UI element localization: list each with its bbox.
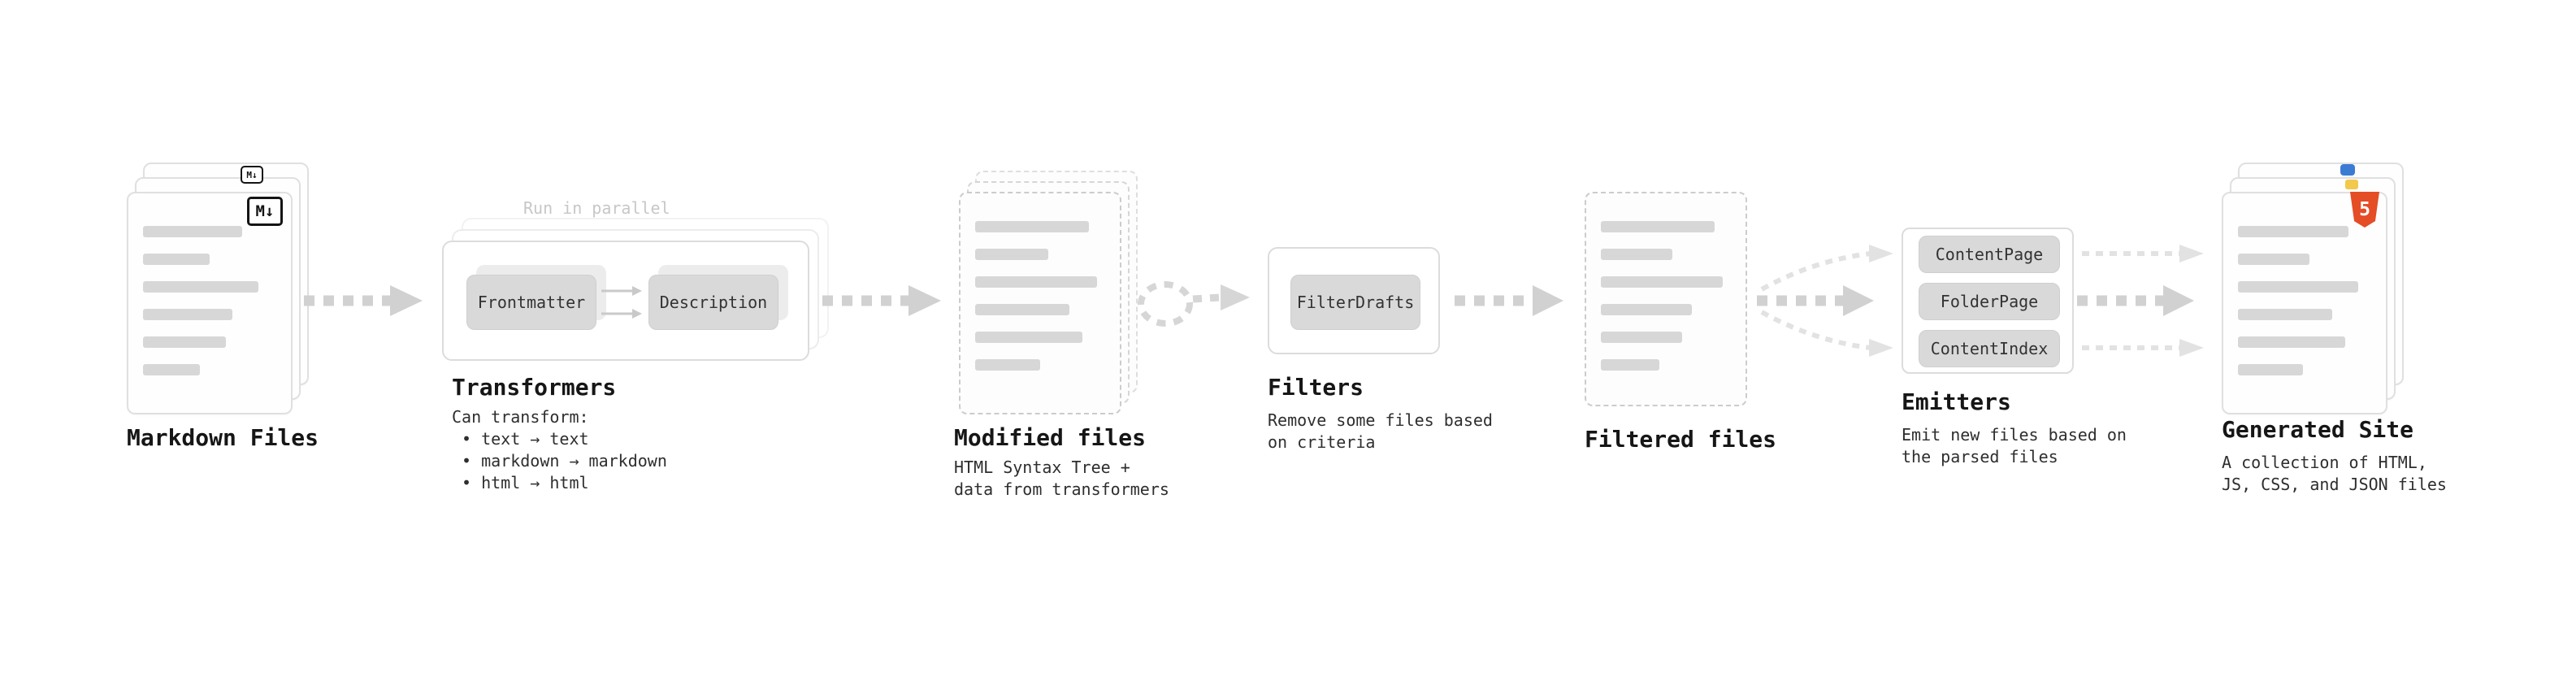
text-line-bar (143, 254, 210, 265)
text-line-bar (975, 359, 1040, 371)
stage-filtered-files: Filtered files (1585, 192, 1828, 468)
stage-label-modified-files: Modified files (954, 424, 1147, 451)
filter-pill-filterdrafts: FilterDrafts (1290, 275, 1420, 330)
text-line-bar (975, 221, 1089, 232)
stage-generated-site: 5 Generated Site A collection of HTML, J… (2222, 163, 2563, 520)
run-in-parallel-annotation: Run in parallel (523, 198, 670, 218)
fan-arrows-to-emitters (1757, 245, 1893, 357)
markdown-icon: M↓ (247, 197, 283, 226)
stage-transformers: Run in parallel Frontmatter Description … (442, 198, 829, 507)
html5-icon: 5 (2350, 192, 2379, 228)
arrow-filters-to-filtered (1455, 285, 1563, 316)
stage-markdown-files: M↓ M↓ Markdown Files (127, 163, 387, 471)
text-line-bar (2238, 336, 2345, 348)
text-line-bar (143, 336, 226, 348)
text-line-bar (2238, 364, 2303, 375)
modified-file-card (959, 192, 1121, 414)
filters-description: Remove some files based on criteria (1268, 410, 1493, 452)
text-line-bar (1601, 221, 1715, 232)
generated-site-description: A collection of HTML, JS, CSS, and JSON … (2222, 453, 2447, 494)
emitter-pill-contentindex: ContentIndex (1919, 330, 2060, 367)
text-line-bar (975, 332, 1082, 343)
transformers-box: Frontmatter Description (442, 241, 809, 361)
transformer-pill-frontmatter: Frontmatter (466, 275, 596, 330)
fan-arrows-to-generated-site (2077, 245, 2204, 357)
file-content-bars (2238, 226, 2371, 375)
text-line-bar (975, 304, 1069, 315)
file-content-bars (1601, 221, 1731, 371)
file-content-bars (143, 226, 276, 375)
stage-label-emitters: Emitters (1902, 388, 2011, 415)
stage-label-filtered-files: Filtered files (1585, 426, 1777, 453)
text-line-bar (2238, 254, 2309, 265)
stage-emitters: ContentPage FolderPage ContentIndex Emit… (1902, 228, 2178, 488)
text-line-bar (143, 364, 200, 375)
text-line-bar (1601, 332, 1682, 343)
file-content-bars (975, 221, 1105, 371)
stage-label-markdown-files: Markdown Files (127, 424, 319, 451)
transform-bullet: • markdown → markdown (462, 451, 667, 471)
arrow-markdown-to-transformers (304, 285, 423, 316)
emitters-description: Emit new files based on the parsed files (1902, 425, 2127, 466)
yellow-badge-icon (2345, 180, 2358, 189)
stage-label-filters: Filters (1268, 374, 1364, 401)
text-line-bar (2238, 226, 2348, 237)
filters-box: FilterDrafts (1268, 247, 1440, 354)
transform-bullet: • text → text (462, 429, 589, 449)
stage-label-generated-site: Generated Site (2222, 416, 2414, 443)
mini-arrow-icon (601, 286, 642, 296)
text-line-bar (143, 309, 232, 320)
markdown-file-stack: M↓ M↓ (127, 163, 309, 414)
transformers-bullet-list: • text → text • markdown → markdown • ht… (452, 428, 667, 494)
text-line-bar (1601, 359, 1659, 371)
markdown-icon-small: M↓ (241, 166, 263, 184)
transform-bullet: • html → html (462, 473, 589, 492)
file-card-front (2222, 192, 2387, 414)
emitters-box: ContentPage FolderPage ContentIndex (1902, 228, 2074, 374)
text-line-bar (2238, 281, 2358, 293)
text-line-bar (1601, 249, 1672, 260)
text-line-bar (143, 281, 258, 293)
text-line-bar (2238, 309, 2332, 320)
modified-files-description: HTML Syntax Tree + data from transformer… (954, 458, 1169, 499)
text-line-bar (1601, 304, 1692, 315)
text-line-bar (975, 276, 1097, 288)
text-line-bar (1601, 276, 1723, 288)
file-card-front (127, 192, 293, 414)
arrow-modified-to-filters (1138, 281, 1250, 327)
stage-filters: FilterDrafts Filters Remove some files b… (1268, 247, 1528, 491)
generated-file-stack: 5 (2222, 163, 2404, 414)
mini-arrow-icon (601, 309, 642, 319)
arrow-transformers-to-modified (822, 285, 941, 316)
transformer-pill-description: Description (648, 275, 778, 330)
filtered-file-card (1585, 192, 1747, 406)
stage-modified-files: Modified files HTML Syntax Tree + data f… (954, 171, 1214, 528)
stage-label-transformers: Transformers (452, 374, 617, 401)
text-line-bar (975, 249, 1048, 260)
blue-badge-icon (2340, 164, 2355, 176)
emitter-pill-folderpage: FolderPage (1919, 283, 2060, 320)
transformers-description-title: Can transform: (452, 407, 589, 427)
emitter-pill-contentpage: ContentPage (1919, 236, 2060, 273)
text-line-bar (143, 226, 242, 237)
